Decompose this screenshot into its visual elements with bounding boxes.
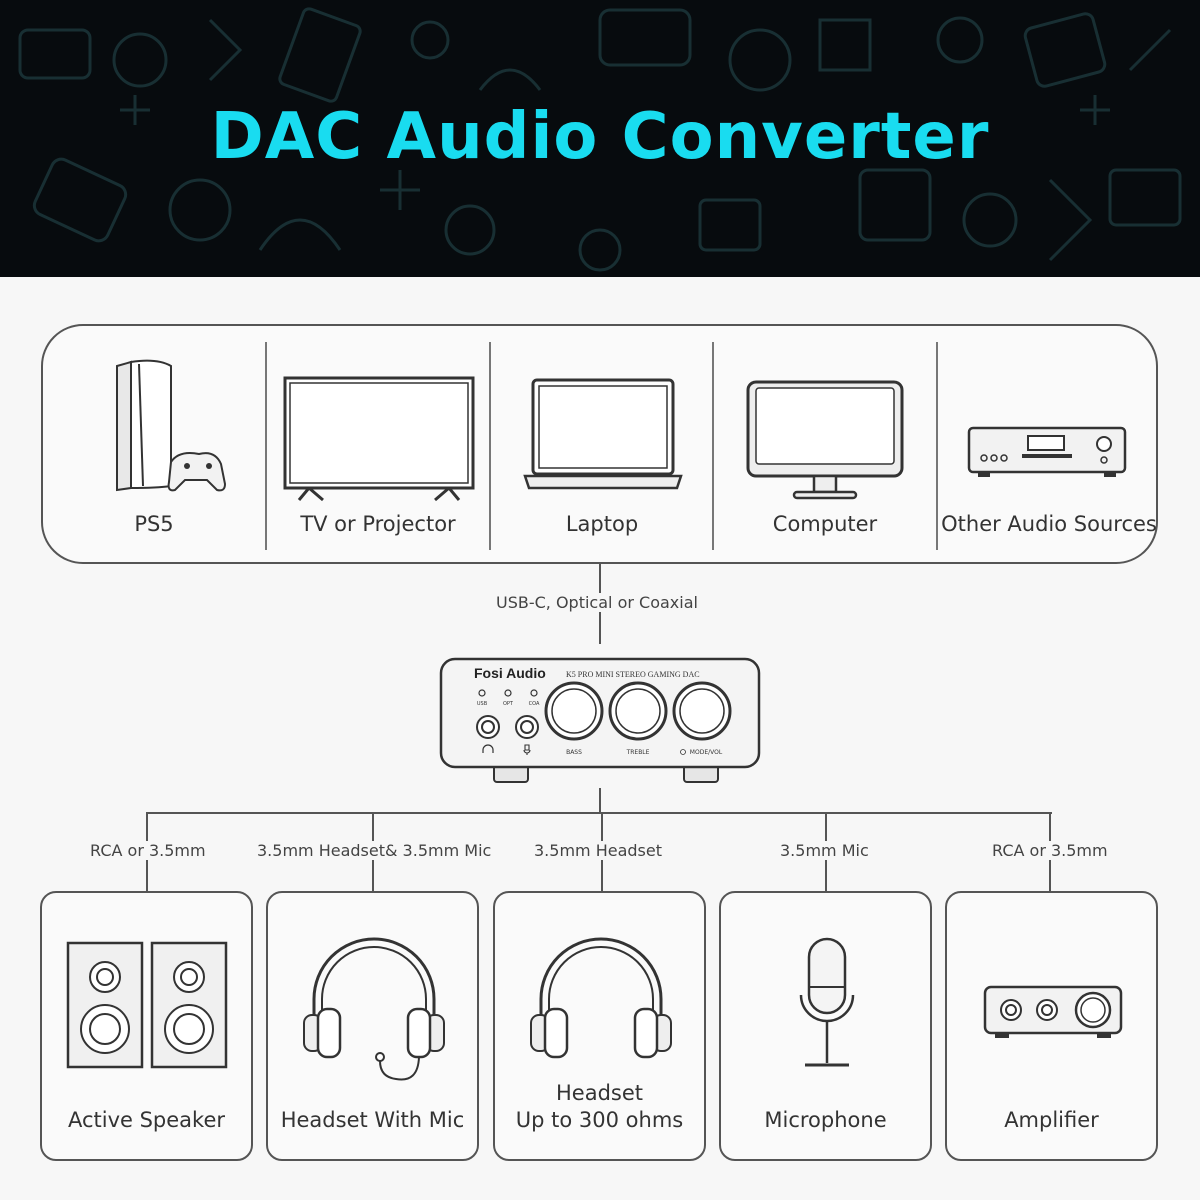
output-sublabel: Up to 300 ohms [515, 1108, 684, 1132]
output-headset: Headset Up to 300 ohms [493, 891, 706, 1161]
indicator-label: COA [529, 701, 540, 707]
amplifier-icon [983, 985, 1123, 1038]
output-label: Headset [555, 1081, 643, 1105]
treble-knob [608, 681, 668, 741]
led-indicator [530, 689, 538, 697]
output-bus-line [146, 812, 1052, 814]
divider [489, 342, 491, 550]
bass-knob [544, 681, 604, 741]
divider [936, 342, 938, 550]
sources-panel: PS5 TV or Projector Laptop Computer [41, 324, 1158, 564]
source-label: TV or Projector [300, 512, 456, 536]
dac-output-line [599, 788, 601, 813]
indicator-label: USB [477, 701, 488, 707]
volume-knob [672, 681, 732, 741]
dac-brand: Fosi Audio [474, 665, 546, 681]
audio-receiver-icon [967, 426, 1127, 477]
output-amplifier: Amplifier [945, 891, 1158, 1161]
header-banner: DAC Audio Converter [0, 0, 1200, 277]
monitor-icon [746, 380, 904, 500]
headset-icon [530, 937, 672, 1059]
source-computer: Computer [714, 326, 936, 566]
source-laptop: Laptop [491, 326, 713, 566]
mic-small-icon [523, 744, 531, 755]
indicator-label: OPT [503, 701, 514, 707]
led-indicator [478, 689, 486, 697]
output-active-speaker: Active Speaker [40, 891, 253, 1161]
led-indicator [504, 689, 512, 697]
headphone-jack [476, 715, 500, 739]
source-other-audio: Other Audio Sources [938, 326, 1160, 566]
mic-jack [515, 715, 539, 739]
output-microphone: Microphone [719, 891, 932, 1161]
output-connection-label: 3.5mm Headset [530, 841, 666, 860]
dac-indicators: USB OPT COA [477, 689, 540, 707]
headset-mic-icon [303, 937, 445, 1081]
page-title: DAC Audio Converter [210, 100, 990, 174]
input-connection-label: USB-C, Optical or Coaxial [492, 593, 702, 612]
tv-icon [283, 376, 475, 502]
source-label: Laptop [565, 512, 639, 536]
source-label: Other Audio Sources [941, 512, 1157, 536]
output-label: Active Speaker [67, 1108, 226, 1132]
source-ps5: PS5 [43, 326, 265, 566]
speaker-left [66, 941, 144, 1069]
output-headset-with-mic: Headset With Mic [266, 891, 479, 1161]
divider [712, 342, 714, 550]
headphone-icon [482, 744, 494, 753]
knob-label: TREBLE [626, 749, 650, 756]
gaming-pattern-background [18, 7, 1182, 272]
ps5-console-icon [116, 359, 227, 492]
output-connection-label: RCA or 3.5mm [988, 841, 1112, 860]
output-label: Amplifier [1004, 1108, 1099, 1132]
source-label: PS5 [134, 512, 174, 536]
output-connection-label: RCA or 3.5mm [86, 841, 210, 860]
laptop-icon [523, 378, 683, 490]
output-label: Microphone [764, 1108, 887, 1132]
power-icon [680, 749, 686, 755]
knob-label: BASS [566, 749, 582, 756]
output-connection-label: 3.5mm Headset& 3.5mm Mic [253, 841, 496, 860]
divider [265, 342, 267, 550]
speaker-right [150, 941, 228, 1069]
knob-label: MODE/VOL [690, 749, 723, 756]
dac-device: Fosi Audio K5 PRO MINI STEREO GAMING DAC… [439, 657, 761, 783]
source-tv: TV or Projector [267, 326, 489, 566]
output-label: Headset With Mic [280, 1108, 465, 1132]
dac-model: K5 PRO MINI STEREO GAMING DAC [566, 670, 700, 679]
microphone-icon [799, 937, 855, 1067]
source-label: Computer [772, 512, 878, 536]
speaker-icon [66, 941, 228, 1069]
output-connection-label: 3.5mm Mic [776, 841, 873, 860]
